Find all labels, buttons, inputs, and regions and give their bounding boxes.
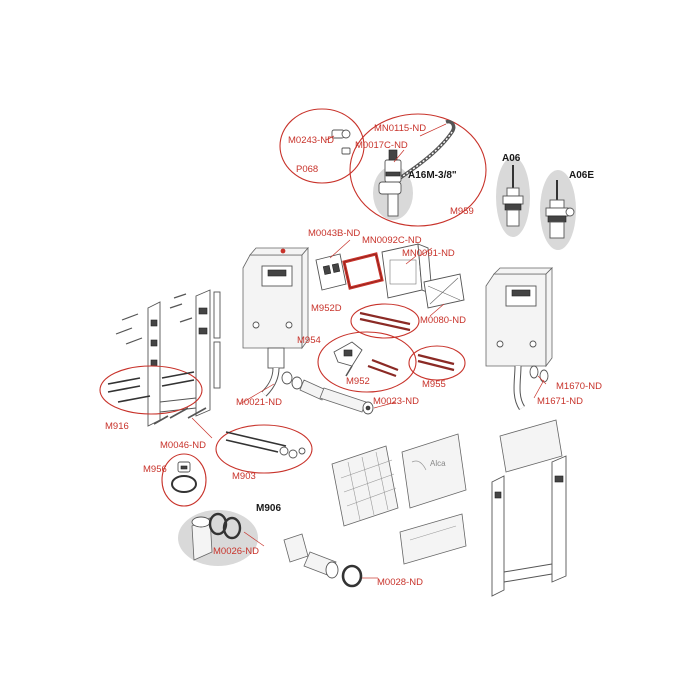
m952-rods bbox=[367, 358, 399, 378]
m0046-feet bbox=[153, 407, 207, 425]
m954-lever bbox=[333, 341, 363, 377]
m954-ring bbox=[317, 331, 417, 393]
label-p068: P068 bbox=[296, 164, 318, 175]
cistern-tank-right bbox=[485, 267, 553, 410]
m955-ring bbox=[408, 345, 466, 381]
cistern-tank bbox=[242, 246, 309, 397]
label-m952: M952 bbox=[346, 376, 370, 387]
m0243-ring bbox=[279, 108, 365, 184]
mn0092c-frame bbox=[342, 252, 384, 290]
m955-rods bbox=[417, 353, 455, 372]
m906-group bbox=[178, 510, 258, 566]
label-a06: A06 bbox=[502, 153, 521, 164]
label-m903: M903 bbox=[232, 471, 256, 482]
insulation-panel-small bbox=[399, 513, 467, 565]
m956-clamp bbox=[171, 461, 197, 493]
m903-ring bbox=[215, 424, 313, 474]
label-m916: M916 bbox=[105, 421, 129, 432]
m0028-pipe bbox=[283, 533, 363, 588]
m959-ring bbox=[349, 113, 487, 227]
brand-logo: Alca bbox=[430, 459, 446, 468]
m952d-ring bbox=[350, 303, 420, 339]
a16m-valve-body bbox=[378, 149, 402, 217]
label-a16m: A16M-3/8" bbox=[408, 170, 457, 181]
right-frame bbox=[491, 455, 567, 597]
label-m0026: M0026-ND bbox=[213, 546, 259, 557]
label-m0023: M0023-ND bbox=[373, 396, 419, 407]
label-mn0091: MN0091-ND bbox=[402, 248, 455, 259]
fill-valve-group bbox=[279, 108, 487, 227]
m916-ring bbox=[99, 365, 203, 415]
label-m0080: M0080-ND bbox=[420, 315, 466, 326]
label-m952d: M952D bbox=[311, 303, 342, 314]
label-m906: M906 bbox=[256, 503, 281, 514]
m0043b-plate bbox=[315, 253, 347, 291]
label-m0043b: M0043B-ND bbox=[308, 228, 360, 239]
label-m1671: M1671-ND bbox=[537, 396, 583, 407]
label-m956: M956 bbox=[143, 464, 167, 475]
label-m0021: M0021-ND bbox=[236, 397, 282, 408]
m0243-nut bbox=[331, 129, 351, 155]
label-m0017c: M0017C-ND bbox=[355, 140, 408, 151]
m916-bolts bbox=[107, 371, 195, 403]
label-mn0092c: MN0092C-ND bbox=[362, 235, 422, 246]
m903-nuts bbox=[279, 446, 306, 459]
label-m0243: M0243-ND bbox=[288, 135, 334, 146]
a06-valve bbox=[496, 157, 530, 237]
m0080-cover bbox=[423, 273, 465, 309]
label-m954: M954 bbox=[297, 335, 321, 346]
label-m1670: M1670-ND bbox=[556, 381, 602, 392]
label-m0046: M0046-ND bbox=[160, 440, 206, 451]
mounting-frame-left bbox=[147, 289, 221, 427]
wall-screws bbox=[115, 293, 193, 345]
m956-ring bbox=[161, 453, 207, 507]
a06e-valve bbox=[540, 170, 576, 250]
insulation-panel-grid bbox=[331, 445, 399, 527]
m952d-rods bbox=[359, 311, 411, 332]
right-insulation-top bbox=[499, 419, 563, 473]
label-m0028: M0028-ND bbox=[377, 577, 423, 588]
label-a06e: A06E bbox=[569, 170, 594, 181]
insulation-panel-logo: Alca bbox=[401, 433, 467, 509]
flush-pipe-upper bbox=[281, 371, 374, 415]
label-m959: M959 bbox=[450, 206, 474, 217]
leader-lines bbox=[191, 123, 547, 579]
m903-rods bbox=[225, 431, 287, 453]
label-mn0115: MN0115-ND bbox=[374, 123, 426, 134]
label-m955: M955 bbox=[422, 379, 446, 390]
